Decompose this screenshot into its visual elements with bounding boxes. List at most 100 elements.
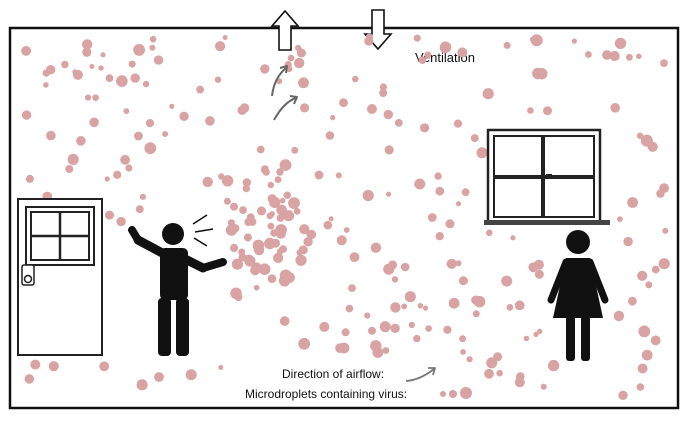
microdroplet [169,103,175,109]
microdroplet [609,50,620,62]
microdroplet [306,229,317,240]
microdroplet [540,383,547,390]
microdroplet [523,335,530,342]
microdroplet [453,119,463,128]
window-icon [484,128,610,225]
microdroplet [222,35,228,40]
microdroplet [296,48,306,58]
microdroplet [149,35,157,43]
microdroplet [341,328,350,337]
microdroplet [636,53,642,60]
droplet-legend-icon [440,387,472,399]
microdroplet [390,323,400,333]
microdroplet [435,232,444,241]
microdroplet [472,310,480,318]
microdroplet [89,64,95,69]
microdroplet [325,131,335,140]
microdroplet [279,197,286,204]
microdroplet [276,168,284,176]
microdroplet [269,196,281,208]
microdroplet [202,176,213,188]
microdroplet [476,147,488,159]
microdroplet [314,170,324,180]
microdroplet [401,303,408,310]
microdroplet [335,172,342,179]
airflow-legend-arrow-icon [405,367,436,382]
microdroplet [602,50,612,60]
microdroplet [125,164,133,172]
microdroplet [484,368,494,379]
microdroplet [76,136,86,146]
microdroplet [486,357,498,369]
microdroplet [460,349,466,355]
microdroplet [116,216,126,227]
microdroplet [293,207,301,215]
microdroplet [30,359,41,370]
microdroplet [279,316,290,326]
microdroplet [501,275,513,287]
microdroplet [503,41,511,49]
microdroplet [279,269,292,282]
microdroplet [455,260,462,267]
microdroplet [144,142,157,155]
microdroplet [98,65,104,71]
microdroplet [394,119,403,127]
microdroplet [424,51,432,59]
microdroplet [104,176,110,182]
microdroplet [153,55,164,65]
microdroplet [461,188,470,197]
ventilation-outflow-arrow-icon [270,9,300,51]
microdroplet [383,109,393,120]
microdroplet [364,312,371,319]
microdroplet [339,98,348,108]
microdroplet [300,103,310,113]
microdroplet [267,222,275,230]
door-handle-icon [21,264,35,286]
microdroplet [534,269,544,279]
microdroplet [536,68,548,80]
microdroplet [348,284,356,292]
microdroplet [585,51,592,58]
microdroplet [422,305,429,311]
microdroplet [618,390,628,400]
microdroplet [196,85,205,94]
microdroplet [142,80,150,88]
microdroplet [65,165,74,173]
microdroplet [543,106,552,116]
microdroplet [135,205,144,214]
microdroplet [221,175,234,187]
microdroplet [636,132,644,139]
microdroplet [89,117,99,128]
airflow-legend-label: Direction of airflow: [282,367,384,381]
microdroplet [244,218,253,227]
microdroplet [379,89,388,97]
microdroplet [528,262,539,273]
microdroplet [645,281,653,289]
microdroplet [623,236,633,247]
microdroplet [651,265,660,274]
microdroplet [261,168,267,174]
microdroplet [420,123,430,133]
microdroplet [529,36,536,43]
microdroplet [283,191,291,199]
microdroplet [656,189,665,198]
microdroplet [336,235,347,246]
microdroplet [82,47,92,57]
legend: Direction of airflow: Microdroplets cont… [245,367,472,401]
microdroplet [25,174,34,183]
microdroplet [626,53,633,61]
microdroplet [382,347,390,354]
microdroplet [427,213,437,222]
microdroplet [72,69,78,75]
microdroplet [364,36,374,46]
microdroplet [257,206,266,216]
microdroplet [533,331,539,337]
microdroplet [46,130,56,141]
microdroplet [650,335,661,346]
door-icon [17,198,103,356]
microdroplet [303,237,313,247]
microdroplet [439,41,452,54]
microdroplet [413,34,421,42]
microdroplet [231,258,243,270]
